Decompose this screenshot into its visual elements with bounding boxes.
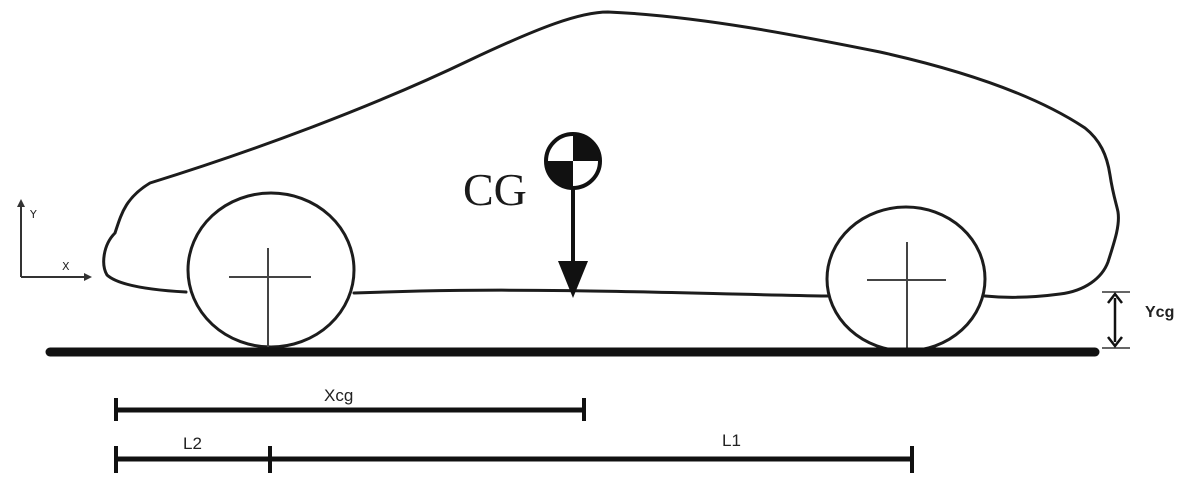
cg-symbol (544, 132, 602, 190)
l2-label: L2 (183, 434, 202, 453)
weight-arrow-head (558, 261, 588, 298)
xcg-label: Xcg (324, 386, 353, 405)
car-body-outline (102, 10, 1120, 299)
front-wheel (825, 205, 987, 353)
ycg-dimension (1102, 291, 1130, 349)
xcg-dimension (114, 398, 586, 421)
axis-x-label: X (62, 260, 70, 273)
axis-indicator (17, 199, 92, 281)
cg-label: CG (463, 164, 527, 215)
axis-y-label: Y (29, 208, 37, 221)
l1-label: L1 (722, 431, 741, 450)
ycg-label: Ycg (1145, 304, 1174, 321)
rear-wheel (186, 191, 356, 349)
wheelbase-dimension (114, 446, 914, 473)
